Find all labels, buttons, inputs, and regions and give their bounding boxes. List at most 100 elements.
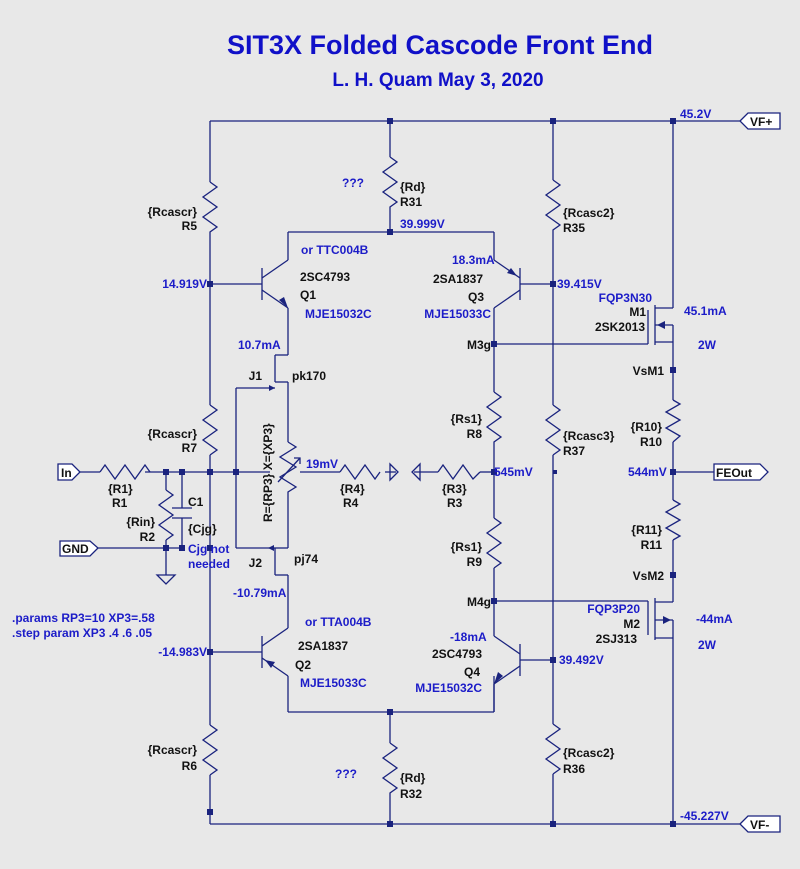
svg-text:Q4: Q4 — [464, 665, 480, 679]
svg-text:or TTC004B: or TTC004B — [301, 243, 369, 257]
bjt-q1-icon — [261, 259, 289, 309]
svg-text:J1: J1 — [249, 369, 263, 383]
svg-text:M1: M1 — [629, 305, 646, 319]
directive-step: .step param XP3 .4 .6 .05 — [12, 626, 152, 640]
svg-text:2SC4793: 2SC4793 — [300, 270, 350, 284]
rail-top-voltage: 45.2V — [680, 107, 711, 121]
svg-text:2W: 2W — [698, 338, 717, 352]
capacitor-c1 — [172, 507, 192, 519]
svg-text:R7: R7 — [182, 441, 198, 455]
bjt-q3-icon — [493, 259, 521, 309]
svg-text:{R10}: {R10} — [631, 420, 663, 434]
resistor-labels: {Rcascr} R5 {Rcascr} R7 {Rcascr} R6 {Rd}… — [108, 180, 662, 801]
svg-text:2W: 2W — [698, 638, 717, 652]
svg-text:R36: R36 — [563, 762, 585, 776]
svg-text:{Rd}: {Rd} — [400, 180, 426, 194]
svg-text:14.919V: 14.919V — [162, 277, 207, 291]
net-flag-icon — [389, 462, 421, 482]
svg-text:{Rin}: {Rin} — [126, 515, 155, 529]
svg-text:R31: R31 — [400, 195, 422, 209]
svg-text:{Rcasc2}: {Rcasc2} — [563, 206, 615, 220]
svg-text:R8: R8 — [467, 427, 483, 441]
svg-text:R32: R32 — [400, 787, 422, 801]
svg-text:544mV: 544mV — [628, 465, 667, 479]
c1-value: {Cjg} — [188, 522, 217, 536]
svg-text:R37: R37 — [563, 444, 585, 458]
page-title: SIT3X Folded Cascode Front End — [227, 30, 653, 60]
svg-text:or TTA004B: or TTA004B — [305, 615, 372, 629]
svg-text:R6: R6 — [182, 759, 198, 773]
svg-text:{Rs1}: {Rs1} — [451, 540, 483, 554]
svg-text:2SC4793: 2SC4793 — [432, 647, 482, 661]
rail-bottom-voltage: -45.227V — [680, 809, 729, 823]
svg-text:R10: R10 — [640, 435, 662, 449]
jfet-j1-icon — [268, 355, 288, 391]
svg-text:39.492V: 39.492V — [559, 653, 604, 667]
resistor-zigzags — [99, 156, 682, 795]
svg-text:Q1: Q1 — [300, 288, 316, 302]
svg-text:Q2: Q2 — [295, 658, 311, 672]
junction-dots — [163, 118, 676, 827]
svg-text:R11: R11 — [641, 538, 663, 552]
svg-text:FQP3N30: FQP3N30 — [599, 291, 653, 305]
mosfet-m1-icon — [647, 300, 674, 345]
svg-text:545mV: 545mV — [494, 465, 533, 479]
svg-text:R9: R9 — [467, 555, 483, 569]
svg-text:MJE15032C: MJE15032C — [305, 307, 372, 321]
port-in: In — [57, 463, 81, 481]
svg-text:R35: R35 — [563, 221, 585, 235]
svg-text:-18mA: -18mA — [450, 630, 487, 644]
svg-text:{Rd}: {Rd} — [400, 771, 426, 785]
port-vf-plus: VF+ — [739, 112, 781, 130]
svg-text:2SK2013: 2SK2013 — [595, 320, 645, 334]
svg-text:R4: R4 — [343, 496, 359, 510]
svg-text:R5: R5 — [182, 219, 198, 233]
svg-text:pj74: pj74 — [294, 552, 318, 566]
svg-text:MJE15032C: MJE15032C — [415, 681, 482, 695]
readings: 14.919V -14.983V 39.999V 18.3mA 39.415V … — [158, 217, 733, 667]
svg-text:{Rcascr}: {Rcascr} — [148, 427, 198, 441]
svg-text:2SJ313: 2SJ313 — [596, 632, 638, 646]
svg-text:FQP3P20: FQP3P20 — [587, 602, 640, 616]
svg-text:{R3}: {R3} — [442, 482, 467, 496]
mosfet-m2-icon — [647, 598, 674, 643]
device-labels: or TTC004B 2SC4793 Q1 MJE15032C or TTA00… — [249, 243, 653, 695]
svg-text:VF+: VF+ — [750, 115, 772, 129]
note-top: ??? — [342, 176, 364, 190]
svg-text:In: In — [61, 466, 72, 480]
wires — [78, 120, 740, 825]
svg-text:Q3: Q3 — [468, 290, 484, 304]
svg-text:39.415V: 39.415V — [557, 277, 602, 291]
port-vf-minus: VF- — [739, 815, 781, 833]
svg-text:39.999V: 39.999V — [400, 217, 445, 231]
svg-text:R3: R3 — [447, 496, 463, 510]
svg-text:GND: GND — [62, 542, 89, 556]
svg-text:{R11}: {R11} — [631, 523, 662, 537]
c1-ref: C1 — [188, 495, 204, 509]
bjt-q4-icon — [493, 628, 521, 712]
svg-text:{Rcasc3}: {Rcasc3} — [563, 429, 615, 443]
jfet-j2-icon — [268, 545, 288, 575]
cjg-note-2: needed — [188, 557, 230, 571]
svg-text:-44mA: -44mA — [696, 612, 733, 626]
directive-params: .params RP3=10 XP3=.58 — [12, 611, 155, 625]
svg-text:-14.983V: -14.983V — [158, 645, 207, 659]
svg-text:VsM2: VsM2 — [633, 569, 665, 583]
svg-text:R2: R2 — [140, 530, 156, 544]
bjt-q2-icon — [261, 627, 289, 677]
svg-text:M4g: M4g — [467, 595, 491, 609]
svg-text:{Rs1}: {Rs1} — [451, 412, 483, 426]
svg-text:{R1}: {R1} — [108, 482, 133, 496]
net-labels: M3g M4g VsM1 VsM2 — [467, 338, 664, 609]
svg-text:18.3mA: 18.3mA — [452, 253, 495, 267]
svg-text:2SA1837: 2SA1837 — [433, 272, 483, 286]
svg-text:{Rcascr}: {Rcascr} — [148, 743, 198, 757]
svg-text:VF-: VF- — [750, 818, 769, 832]
svg-text:MJE15033C: MJE15033C — [424, 307, 491, 321]
svg-text:R1: R1 — [112, 496, 128, 510]
svg-text:{Rcasc2}: {Rcasc2} — [563, 746, 615, 760]
note-bottom: ??? — [335, 767, 357, 781]
port-gnd: GND — [59, 540, 99, 557]
page-subtitle: L. H. Quam May 3, 2020 — [332, 70, 543, 91]
